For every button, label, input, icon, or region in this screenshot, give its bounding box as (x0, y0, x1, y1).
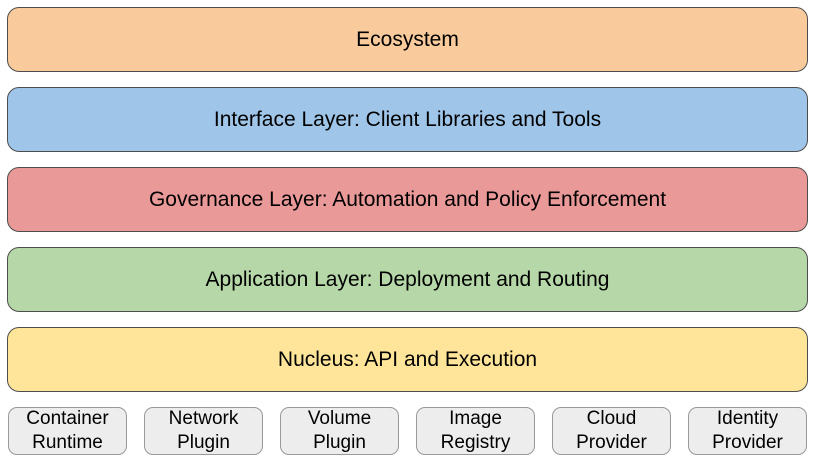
component-cloud-provider-label: Cloud Provider (576, 408, 647, 453)
layer-ecosystem-label: Ecosystem (356, 27, 459, 51)
components-row: Container Runtime Network Plugin Volume … (8, 407, 807, 455)
component-network-plugin-label: Network Plugin (168, 408, 239, 453)
component-container-runtime-label: Container Runtime (26, 408, 109, 453)
layer-interface: Interface Layer: Client Libraries and To… (7, 87, 808, 152)
layer-application-label: Application Layer: Deployment and Routin… (205, 267, 610, 291)
component-volume-plugin-label: Volume Plugin (307, 408, 372, 453)
layer-governance-label: Governance Layer: Automation and Policy … (148, 187, 667, 211)
component-container-runtime: Container Runtime (8, 407, 127, 455)
layer-nucleus: Nucleus: API and Execution (7, 327, 808, 392)
component-image-registry: Image Registry (416, 407, 535, 455)
layer-interface-label: Interface Layer: Client Libraries and To… (213, 107, 602, 131)
layer-application: Application Layer: Deployment and Routin… (7, 247, 808, 312)
component-identity-provider-label: Identity Provider (712, 408, 783, 453)
component-identity-provider: Identity Provider (688, 407, 807, 455)
component-image-registry-label: Image Registry (440, 408, 511, 453)
component-volume-plugin: Volume Plugin (280, 407, 399, 455)
component-network-plugin: Network Plugin (144, 407, 263, 455)
layer-nucleus-label: Nucleus: API and Execution (277, 347, 538, 371)
layer-governance: Governance Layer: Automation and Policy … (7, 167, 808, 232)
component-cloud-provider: Cloud Provider (552, 407, 671, 455)
layer-ecosystem: Ecosystem (7, 7, 808, 72)
